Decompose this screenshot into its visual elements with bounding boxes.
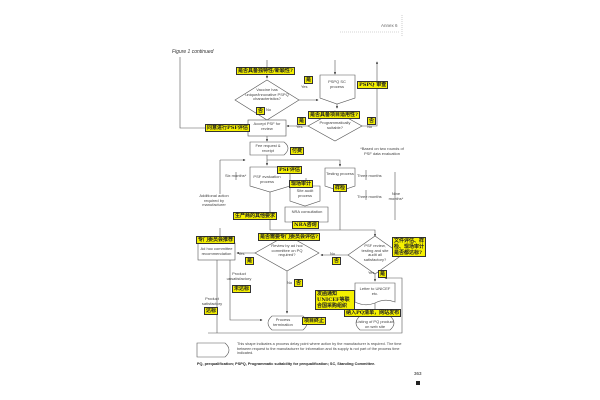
- node-product-sat: Product satisfactory: [201, 296, 223, 306]
- annotation: 否: [256, 107, 266, 115]
- label-yes: Yes: [301, 84, 308, 89]
- label-yes: Yes: [296, 124, 303, 129]
- label-nine-months: Nine months*: [388, 191, 404, 201]
- annotation: 否: [367, 117, 377, 125]
- page-number: 363: [414, 371, 422, 376]
- node-testing: Testing process: [326, 171, 354, 176]
- running-head: Annex 6: [381, 23, 398, 28]
- node-product-unsat: Product unsatisfactory: [226, 271, 252, 281]
- annotation: 是: [304, 76, 314, 84]
- annotation: 未达标: [232, 285, 252, 293]
- node-accept-psf: Accept PSF for review: [253, 121, 281, 131]
- annotation: 是: [297, 117, 307, 125]
- label-no: No: [287, 280, 293, 285]
- annotation: 是否具备独特性/新颖性?: [236, 67, 295, 75]
- annotation: 发函通知UNICEF等联合国采购组织: [315, 290, 355, 310]
- annotation: PSPQ 审查: [357, 81, 389, 89]
- node-programmatic: Programmatically suitable?: [319, 120, 351, 130]
- annotation: 达标: [204, 307, 219, 315]
- figure-title: Figure 1 continued: [172, 49, 214, 55]
- annotation: 是: [378, 270, 388, 278]
- abbreviations: PQ, prequalification; PSPQ, Programmatic…: [197, 362, 376, 366]
- annotation: 同意进行PSF评估: [205, 124, 250, 132]
- label-no: No: [367, 124, 373, 129]
- node-all-satisfactory: PSF review, testing and site audit all s…: [361, 243, 389, 262]
- node-review-adhoc: Review by ad hoc committee on PQ require…: [271, 243, 303, 258]
- node-adhoc-rec: Ad hoc committee recommendation: [200, 246, 233, 256]
- annotation: 项目终止: [302, 317, 327, 325]
- node-pspq-sc: PSPQ SC process: [328, 79, 346, 89]
- annotation: 文件评估、样检、现场审计是否都达标?: [392, 237, 426, 257]
- node-termination: Process termination: [273, 317, 293, 327]
- annotation: 专门委员会推荐: [196, 236, 236, 244]
- annotation: 是否具备项目适用性?: [308, 111, 360, 119]
- node-site-audit: Site audit process: [296, 188, 314, 198]
- annotation: 样检: [333, 184, 348, 192]
- page-marker: [416, 381, 420, 385]
- label-no: No: [330, 251, 336, 256]
- annotation: PSF评估: [277, 166, 302, 174]
- node-listing: Listing of PQ product on web site: [356, 319, 394, 329]
- annotation: 否: [294, 279, 304, 287]
- label-yes: Yes: [368, 270, 375, 275]
- node-letter: Letter to UNICEF etc.: [359, 286, 391, 296]
- node-nra: NRA consultation: [291, 209, 323, 214]
- annotation: 现场审计: [289, 180, 314, 188]
- annotation: 是: [245, 257, 255, 265]
- label-six-months: Six months*: [225, 173, 247, 178]
- annotation: 是否需要专门委员会评估?: [258, 233, 320, 241]
- label-note: *Based on two rounds of PSF data evaluat…: [360, 146, 404, 156]
- annotation: 否: [332, 257, 342, 265]
- node-psf-eval: PSF evaluation process: [253, 174, 281, 184]
- label-three-months: Three months: [357, 173, 382, 178]
- node-vaccine-unique: Vaccine has unique/innovative PSPQ chara…: [245, 87, 289, 102]
- annotation: NRA咨询: [292, 221, 319, 229]
- label-three-months: Three months: [357, 194, 382, 199]
- node-fee: Fee request & receipt: [255, 143, 281, 153]
- annotation: 纳入PQ清单，网站发布: [344, 309, 402, 317]
- label-no: No: [266, 107, 272, 112]
- legend-text: This shape indicates a process delay poi…: [237, 342, 402, 356]
- node-additional: Additional action required by manufactur…: [199, 193, 229, 208]
- annotation: 生产商的其他要求: [233, 212, 278, 220]
- annotation: 付费: [290, 147, 305, 155]
- label-yes: Yes: [238, 251, 245, 256]
